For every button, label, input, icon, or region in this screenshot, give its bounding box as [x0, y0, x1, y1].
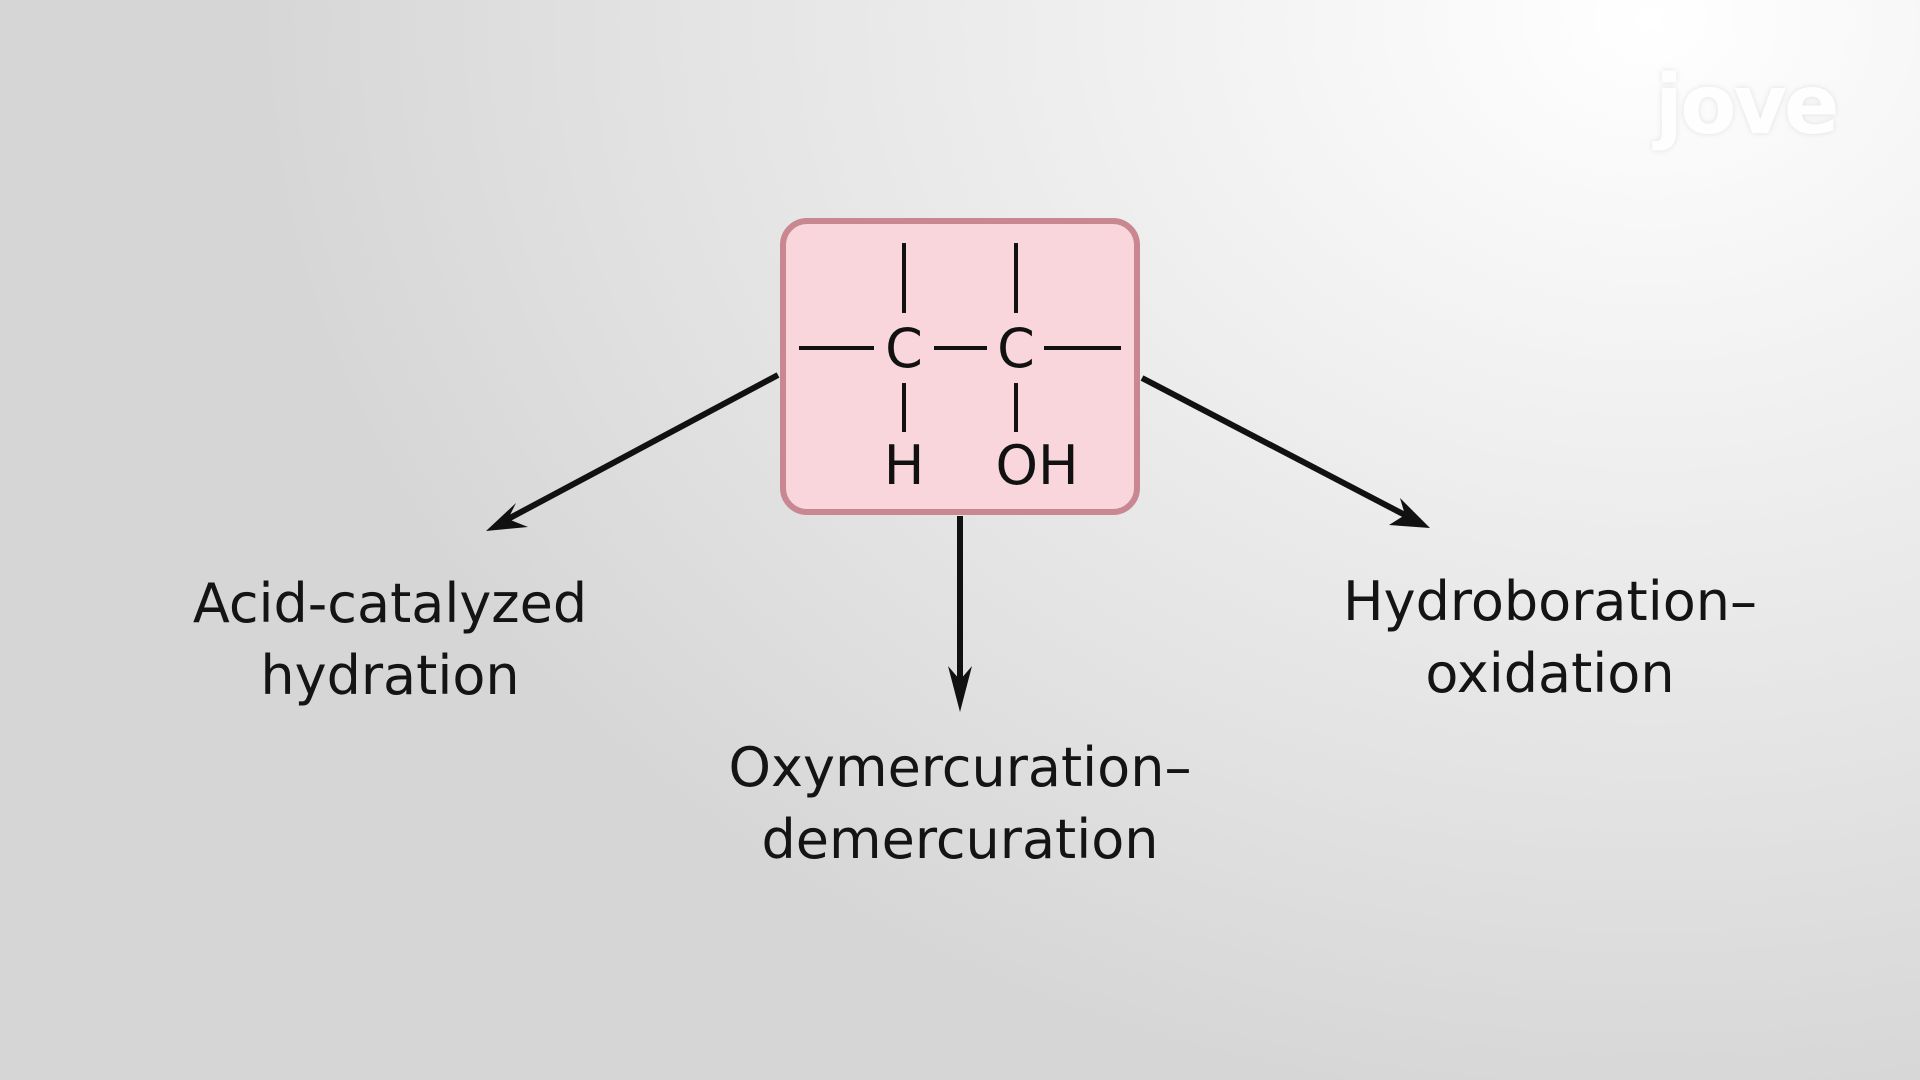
label-acid-catalyzed-hydration: Acid-catalyzed hydration	[140, 568, 640, 712]
label-hydroboration-oxidation: Hydroboration– oxidation	[1295, 566, 1805, 710]
label-acid-line1: Acid-catalyzed	[192, 572, 588, 635]
label-oxymercuration-demercuration: Oxymercuration– demercuration	[680, 732, 1240, 876]
atom-carbon-left: C	[885, 317, 923, 380]
label-oxy-line2: demercuration	[761, 808, 1159, 871]
arrow-right-shaft	[1140, 375, 1407, 518]
atom-hydroxyl: OH	[995, 434, 1078, 497]
atom-hydrogen: H	[884, 434, 925, 497]
arrow-left-head	[486, 503, 528, 531]
arrow-right-head	[1389, 498, 1430, 528]
atom-carbon-right: C	[997, 317, 1035, 380]
label-oxy-line1: Oxymercuration–	[728, 736, 1192, 799]
arrow-left-shaft	[506, 372, 780, 522]
jove-logo: jove	[1655, 58, 1840, 153]
label-hydro-line1: Hydroboration–	[1343, 570, 1757, 633]
label-hydro-line2: oxidation	[1425, 642, 1675, 705]
label-acid-line2: hydration	[260, 644, 520, 707]
molecule-box	[780, 218, 1140, 515]
arrow-down-head	[948, 666, 972, 712]
